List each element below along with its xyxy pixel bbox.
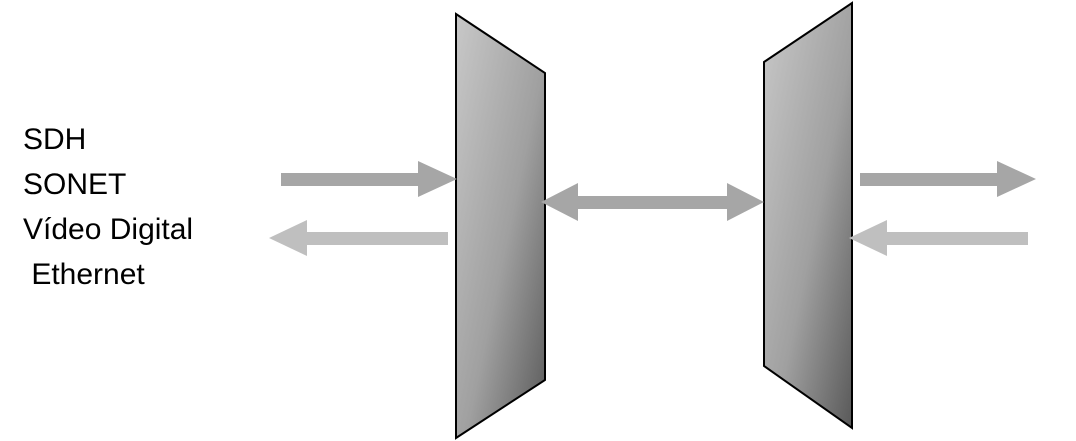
bidirectional-link-arrow — [541, 183, 764, 221]
right-output-arrow — [860, 161, 1036, 197]
signal-label-sdh: SDH — [23, 123, 87, 156]
signal-label-ethernet: Ethernet — [23, 258, 145, 291]
signal-label-digital-video: Vídeo Digital — [23, 213, 194, 246]
left-output-arrow — [269, 220, 448, 256]
right-mux-panel — [763, 1, 853, 430]
right-input-arrow — [849, 220, 1028, 256]
signal-label-sonet: SONET — [23, 168, 127, 201]
left-input-arrow — [281, 161, 457, 197]
signal-type-list: SDH SONET Vídeo Digital Ethernet — [23, 117, 193, 297]
left-mux-panel — [455, 12, 546, 440]
